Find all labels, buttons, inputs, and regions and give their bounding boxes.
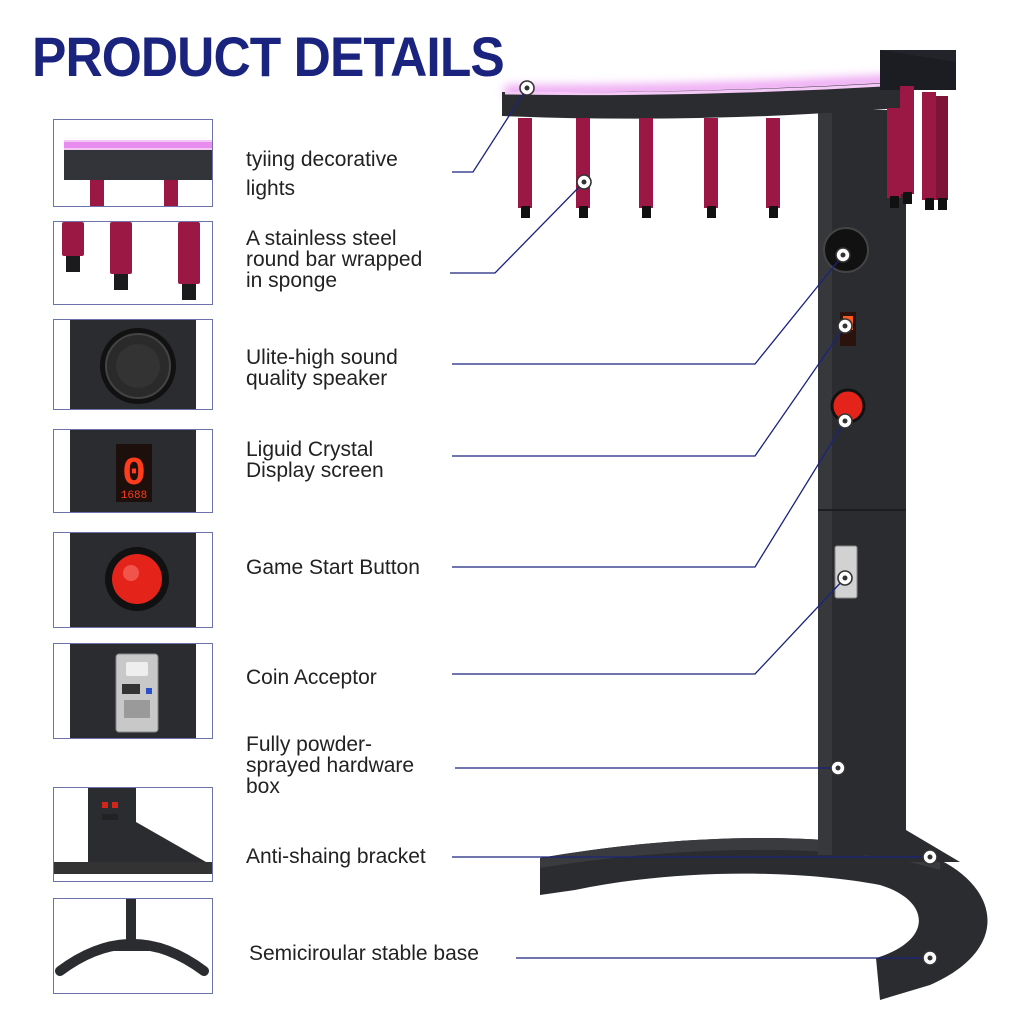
page-title: PRODUCT DETAILS [32,25,505,88]
feature-label-sponge-bar: A stainless steel round bar wrapped in s… [246,227,423,292]
thumb-hardware-box [53,787,213,882]
marker-speaker [835,247,851,263]
leader-line-coin [452,577,846,675]
marker-base [922,950,938,966]
display-digit: 0 [122,452,146,497]
top-light-bar [502,50,956,119]
start-button-icon [70,533,196,627]
leader-line-start [452,420,846,568]
marker-coin [837,570,853,586]
leader-line-speaker [452,254,844,365]
marker-bracket [922,849,938,865]
feature-label-start-button: Game Start Button [246,556,420,579]
thumb-start-button [53,532,213,628]
display-counter: 1688 [121,490,147,502]
marker-hardware [830,760,846,776]
led-light-bar-icon [64,140,212,206]
base-icon [55,899,209,976]
feature-label-decorative-lights: tyiing decorative lights [246,148,398,200]
feature-label-bracket: Anti-shaing bracket [246,845,426,868]
marker-lights [519,80,535,96]
thumb-display: 0 1688 [53,429,213,513]
thumb-base [53,898,213,994]
marker-sponge [576,174,592,190]
sponge-bar-icon [62,222,200,300]
feature-label-base: Semiciroular stable base [249,942,479,965]
feature-label-speaker: Ulite-high sound quality speaker [246,346,398,390]
thumb-coin-acceptor [53,643,213,739]
leader-line-display [452,325,846,457]
thumb-decorative-lights [53,119,213,207]
hardware-box-icon [54,788,212,874]
coin-acceptor-icon [70,644,196,738]
thumb-speaker [53,319,213,410]
leader-line-lights [452,87,528,173]
marker-display [837,318,853,334]
feature-label-display: Liguid Crystal Display screen [246,438,384,482]
thumb-sponge-bar [53,221,213,305]
feature-label-coin-acceptor: Coin Acceptor [246,666,377,689]
leader-line-sponge [450,181,585,274]
speaker-icon [70,320,196,409]
feature-label-hardware-box: Fully powder- sprayed hardware box [246,733,415,798]
marker-start [837,413,853,429]
led-display-icon: 0 1688 [70,430,196,512]
